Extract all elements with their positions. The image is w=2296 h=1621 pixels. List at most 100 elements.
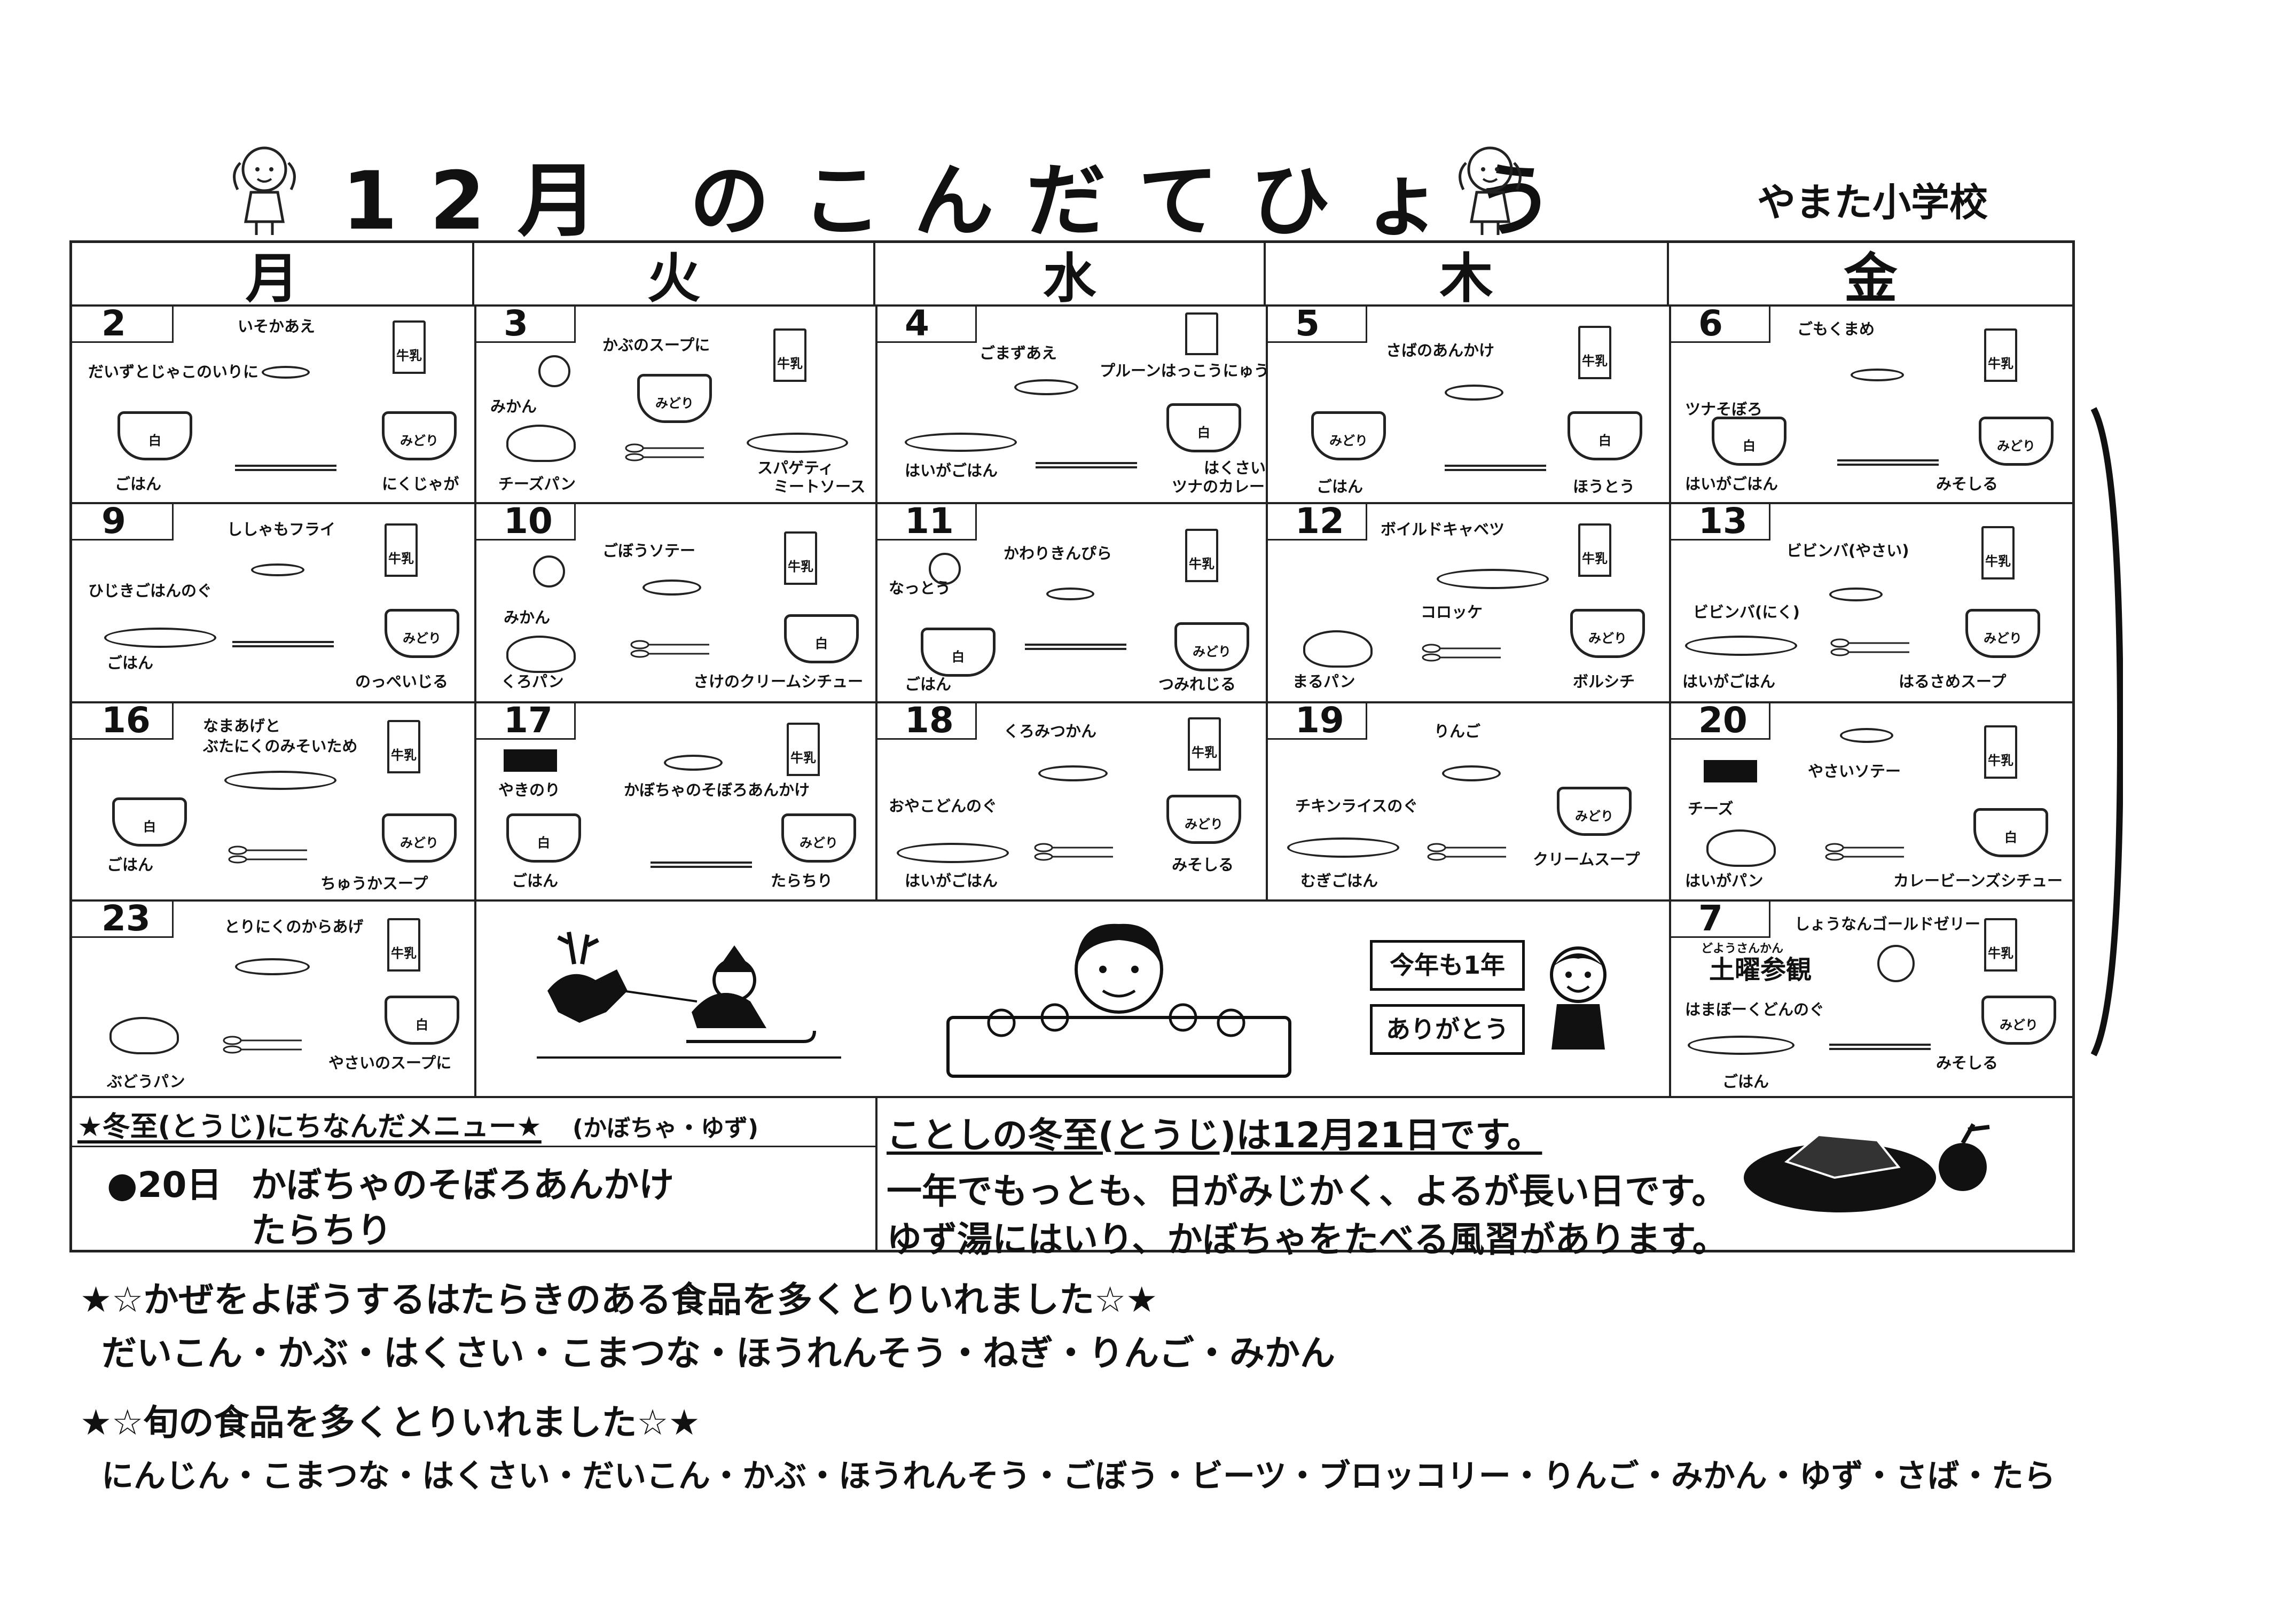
dish-label: ツナのカレー (1172, 477, 1265, 496)
fruit-icon (533, 555, 565, 588)
dish-label: ほうとう (1573, 477, 1635, 496)
seasonal-foods-items: にんじん・こまつな・はくさい・だいこん・かぶ・ほうれんそう・ごぼう・ビーツ・ブロ… (101, 1458, 2056, 1495)
dish-label: はるさめスープ (1899, 672, 2007, 691)
soup-bowl-icon: みどり (1166, 795, 1241, 844)
small-plate-icon (251, 563, 304, 576)
soup-bowl-icon: みどり (781, 813, 856, 863)
dish-label: チーズパン (498, 475, 576, 493)
spoon-fork-icon (1034, 843, 1113, 861)
rice-bowl-icon: 白 (1712, 417, 1786, 466)
day-number: 16 (72, 701, 174, 740)
day-cell-19: 19 りんご チキンライスのぐ むぎごはん クリームスープ みどり (1266, 701, 1669, 899)
dish-label: はいがごはん (1682, 672, 1776, 691)
small-plate-icon (235, 958, 310, 975)
dish-label: みかん (504, 608, 551, 627)
dish-label: ごもくまめ (1797, 320, 1875, 338)
small-plate-icon (664, 755, 723, 771)
dish-label: ちゅうかスープ (320, 874, 428, 892)
chopsticks-icon (235, 465, 336, 471)
prune-drink-icon (1185, 312, 1218, 355)
saturday-visit-label: 土曜参観 (1709, 955, 1812, 985)
day-cell-17: 17 かぼちゃのそぼろあんかけ やきのり ごはん たらちり 牛乳 白 みどり (474, 701, 875, 899)
soup-bowl-icon: みどり (382, 813, 457, 863)
rice-bowl-icon: 白 (1166, 403, 1241, 452)
weekday-friday: 金 (1844, 247, 1898, 310)
large-plate-icon (1287, 837, 1399, 858)
girl-illustration-left (233, 146, 296, 235)
bread-icon (1303, 630, 1373, 668)
weekday-monday: 月 (72, 243, 474, 310)
dish-label: はくさいと (1204, 459, 1266, 477)
day-number: 9 (72, 502, 174, 541)
milk-carton-icon: 牛乳 (784, 531, 817, 585)
greeting-line-2: ありがとう (1370, 1004, 1525, 1055)
soup-bowl-icon: みどり (1979, 417, 2054, 466)
spoon-fork-icon (1427, 843, 1506, 861)
dish-label: ツナそぼろ (1685, 400, 1763, 418)
dish-label: ごぼうソテー (602, 542, 696, 560)
day-cell-13: 13 ビビンバ(やさい) ビビンバ(にく) はいがごはん はるさめスープ 牛乳 … (1669, 502, 2072, 701)
rice-bowl-icon: 白 (385, 996, 459, 1045)
dish-label: チーズ (1688, 800, 1734, 818)
milk-carton-icon: 牛乳 (387, 720, 420, 773)
soup-bowl-icon: みどり (1981, 996, 2056, 1045)
toji-info-heading-text: ことしの冬至(とうじ)は12月21日です。 (887, 1115, 1542, 1156)
dish-label: クリームスープ (1533, 850, 1640, 868)
dish-label: はいがごはん (1685, 475, 1778, 493)
dish-label: ごはん (512, 872, 559, 890)
dish-label: ミートソース (773, 477, 866, 496)
cold-prevention-heading: ★☆かぜをよぼうするはたらきのある食品を多くとりいれました☆★ (80, 1279, 1158, 1320)
day-number: 3 (474, 304, 576, 343)
rice-bowl-icon: 白 (784, 614, 859, 663)
dish-label: チキンライスのぐ (1295, 797, 1419, 815)
dish-label: にくじゃが (382, 475, 459, 493)
dish-label: ボルシチ (1573, 672, 1635, 691)
large-plate-icon (104, 628, 216, 648)
day-cell-3: 3 かぶのスープに みかん チーズパン スパゲティ ミートソース みどり 牛乳 (474, 304, 875, 502)
large-plate-icon (1688, 1036, 1795, 1055)
milk-carton-icon: 牛乳 (1185, 529, 1218, 582)
natto-icon (929, 553, 961, 585)
spoon-fork-icon (1825, 843, 1904, 861)
day-number: 7 (1669, 899, 1770, 938)
day-number: 18 (875, 701, 977, 740)
dish-label: ボイルドキャベツ (1381, 520, 1505, 538)
large-plate-icon (1437, 569, 1549, 589)
dish-label: プルーンはっこうにゅう (1100, 362, 1266, 380)
soup-bowl-icon: みどり (382, 411, 457, 460)
spoon-fork-icon (630, 640, 709, 658)
dish-label: りんご (1434, 722, 1481, 740)
yuzu-bath-illustration (946, 923, 1291, 1078)
cheese-icon (1704, 760, 1757, 782)
dish-label: やさいのスープに (328, 1054, 452, 1072)
chopsticks-icon (1829, 1044, 1931, 1050)
day-cell-18: 18 くろみつかん おやこどんのぐ はいがごはん みそしる 牛乳 みどり (875, 701, 1266, 899)
dish-label: いそかあえ (238, 317, 316, 335)
dish-label: しょうなんゴールドゼリー (1795, 915, 1981, 933)
toji-menu-item-1: かぼちゃのそぼろあんかけ (251, 1164, 674, 1205)
day-cell-10: 10 ごぼうソテー みかん くろパン さけのクリームシチュー 牛乳 白 (474, 502, 875, 701)
saturday-ruby: どようさんかん (1701, 942, 1784, 956)
toji-info-line-2: ゆず湯にはいり、かぼちゃをたべる風習があります。 (887, 1219, 1728, 1260)
milk-carton-icon: 牛乳 (1188, 717, 1221, 771)
soup-bowl-icon: みどり (1557, 787, 1632, 836)
dish-label: カレービーンズシチュー (1893, 872, 2063, 890)
milk-carton-icon: 牛乳 (773, 328, 806, 382)
dish-label: つみれじる (1158, 675, 1236, 693)
rice-bowl-icon: 白 (921, 628, 996, 677)
soup-bowl-icon: みどり (385, 609, 459, 658)
toji-info-line-1: 一年でもっとも、日がみじかく、よるが長い日です。 (887, 1171, 1727, 1212)
seaweed-icon (504, 749, 557, 772)
day-cell-2: 2 いそかあえ だいずとじゃこのいりに ごはん にくじゃが 牛乳 白 みどり (72, 304, 474, 502)
toji-menu-item-2: たらちり (251, 1210, 392, 1251)
page-title: 12月 のこんだてひょう (342, 155, 1587, 248)
toji-info-heading: ことしの冬至(とうじ)は12月21日です。 (887, 1107, 1542, 1158)
dish-label: のっぺいじる (355, 672, 449, 691)
fruit-icon (538, 355, 570, 387)
weekday-wednesday: 水 (875, 243, 1266, 310)
day-cell-11: 11 かわりきんぴら なっとう ごはん つみれじる 牛乳 白 みどり (875, 502, 1266, 701)
day-number: 17 (474, 701, 576, 740)
cold-prevention-items: だいこん・かぶ・はくさい・こまつな・ほうれんそう・ねぎ・りんご・みかん (101, 1333, 1335, 1374)
dish-label: みそしる (1936, 475, 1999, 493)
dish-label: ごはん (107, 856, 154, 874)
